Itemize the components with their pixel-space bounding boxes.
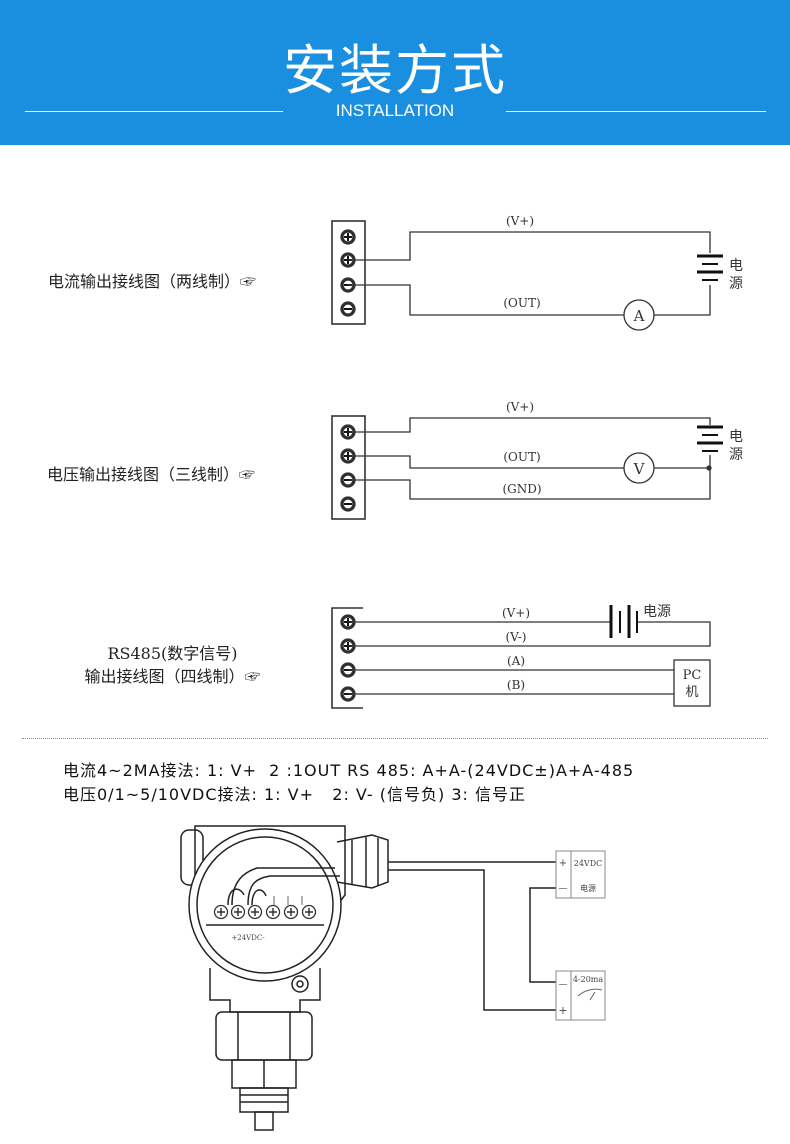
- meter-range-label: 4-20ma: [573, 975, 604, 984]
- wire-return: [654, 285, 711, 316]
- thread-section: [239, 1087, 289, 1113]
- ammeter-label: A: [633, 307, 645, 325]
- rs485-label-line1: RS485(数字信号): [107, 644, 238, 663]
- wire-gnd: [348, 468, 711, 500]
- current-diagram-label: 电流输出接线图（两线制）☞: [48, 272, 257, 291]
- power-label-a: 电: [729, 258, 743, 274]
- terminal-block: [331, 415, 366, 520]
- internal-wire-1: [231, 867, 335, 906]
- label-out: (OUT): [503, 450, 540, 464]
- pc-label-a: PC: [683, 668, 702, 683]
- dotted-separator: [22, 738, 768, 739]
- external-wire-meter: [388, 869, 556, 1011]
- wiring-note-voltage: 电压0/1~5/10VDC接法: 1: V+ 2: V- (信号负) 3: 信号…: [63, 785, 527, 804]
- voltmeter-icon: [623, 452, 655, 484]
- device-terminal-4: [265, 904, 281, 920]
- terminal-minus-4: [340, 496, 356, 512]
- supply-box: [555, 850, 606, 899]
- battery-symbol: [697, 425, 723, 452]
- terminal-block: [331, 220, 366, 325]
- label-vplus: (V+): [506, 214, 534, 228]
- battery-symbol: [609, 605, 638, 638]
- transmitter-device-illustration: [180, 825, 606, 1131]
- device-terminal-6: [301, 904, 317, 920]
- meter-plus-sign: +: [558, 1004, 567, 1017]
- label-b: (B): [507, 678, 525, 692]
- supply-voltage-label: 24VDC: [574, 859, 603, 868]
- pc-label-b: 机: [685, 685, 698, 700]
- page-title: 安装方式: [283, 39, 507, 102]
- battery-symbol: [697, 254, 723, 281]
- terminal-minus-4: [340, 301, 356, 317]
- pressure-port: [254, 1111, 274, 1131]
- supply-name-label: 电源: [580, 883, 596, 893]
- label-vplus: (V+): [506, 400, 534, 414]
- meter-box: [555, 970, 606, 1021]
- right-divider: [506, 111, 766, 112]
- housing-body: [188, 828, 342, 982]
- label-vminus: (V-): [506, 630, 527, 644]
- ammeter-icon: [623, 299, 655, 331]
- pc-box: [673, 659, 711, 707]
- process-connector-hex: [215, 1011, 313, 1061]
- page-subtitle: INSTALLATION: [335, 101, 455, 120]
- wire-vplus: [348, 417, 711, 433]
- label-a: (A): [507, 654, 525, 668]
- rs485-diagram-label: RS485(数字信号) 输出接线图（四线制）☞: [55, 642, 290, 688]
- label-vplus: (V+): [502, 606, 530, 620]
- voltage-diagram-label: 电压输出接线图（三线制）☞: [47, 465, 256, 484]
- internal-wire-2: [247, 875, 340, 906]
- wire-vminus: [348, 621, 711, 647]
- header-banner: 安装方式 INSTALLATION: [0, 0, 790, 145]
- supply-plus-sign: +: [559, 858, 567, 869]
- wire-out: [348, 455, 624, 469]
- label-out: (OUT): [503, 296, 540, 310]
- rs485-wiring-diagram: [331, 605, 711, 709]
- wiring-note-current: 电流4~2MA接法: 1: V+ 2 :1OUT RS 485: A+A-(24…: [63, 761, 635, 780]
- rs485-label-line2: 输出接线图（四线制）☞: [84, 667, 261, 686]
- wire-out: [348, 284, 624, 316]
- meter-dial-icon: [577, 988, 603, 997]
- wire-return: [654, 455, 711, 469]
- terminal-block: [331, 607, 363, 709]
- left-divider: [25, 111, 283, 112]
- power-label-b: 源: [729, 447, 743, 463]
- device-terminal-3: [247, 904, 263, 920]
- supply-minus-sign: —: [559, 884, 568, 894]
- power-label-a: 电: [729, 429, 743, 445]
- external-wire-return: [529, 887, 556, 983]
- housing-inner-ring: [196, 836, 334, 974]
- power-label-b: 源: [729, 276, 743, 292]
- device-terminal-1: [213, 904, 229, 920]
- voltmeter-label: V: [633, 460, 646, 478]
- terminal-plus-1: [340, 229, 356, 245]
- wire-vplus: [348, 231, 711, 261]
- device-terminal-label: +24VDC-: [231, 934, 265, 942]
- voltage-wiring-diagram: [331, 415, 723, 520]
- device-terminal-5: [283, 904, 299, 920]
- label-gnd: (GND): [502, 482, 541, 496]
- power-label: 电源: [643, 604, 671, 620]
- device-terminal-2: [230, 904, 246, 920]
- meter-minus-sign: —: [559, 980, 568, 990]
- junction-dot: [706, 465, 712, 471]
- current-wiring-diagram: [331, 220, 723, 331]
- side-screw: [291, 975, 309, 993]
